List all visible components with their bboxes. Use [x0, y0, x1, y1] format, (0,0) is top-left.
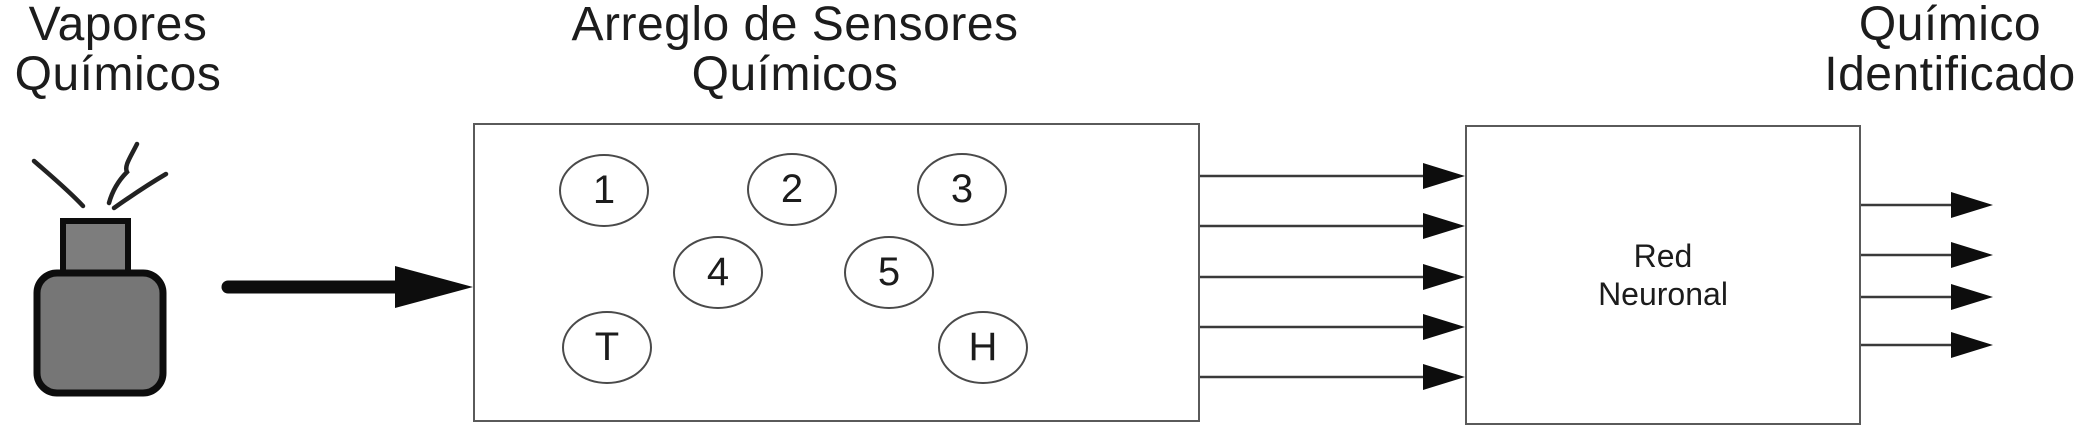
output-chemical-label-line1: Químico: [1858, 0, 2042, 51]
input-vapor-label-line1: Vapores: [28, 0, 208, 51]
sensor-to-nn-arrow: [1200, 364, 1465, 390]
sensor-circle-4: 4: [673, 236, 763, 309]
neural-network-box: Red Neuronal: [1465, 125, 1861, 425]
sensor-to-nn-arrow: [1200, 264, 1465, 290]
sensor-to-nn-arrow: [1200, 314, 1465, 340]
sensor-circle-5: 5: [844, 236, 934, 309]
neural-network-label: Red Neuronal: [1598, 237, 1728, 313]
nn-output-arrow: [1861, 242, 1993, 268]
sensor-label: 2: [780, 167, 804, 211]
sensor-array-title-line1: Arreglo de Sensores: [571, 0, 1019, 51]
nn-output-arrow: [1861, 332, 1993, 358]
input-vapor-label-line2: Químicos: [14, 48, 222, 101]
vapor-lines-icon: [31, 141, 169, 211]
sensor-label: 3: [950, 167, 974, 211]
sensor-array-title: Arreglo de Sensores Químicos: [495, 0, 1095, 100]
sensor-to-nn-arrow: [1200, 163, 1465, 189]
sensor-label: 4: [706, 250, 730, 294]
sensor-to-nn-arrow: [1200, 213, 1465, 239]
neural-network-label-line2: Neuronal: [1598, 276, 1728, 312]
nn-output-arrow: [1861, 284, 1993, 310]
neural-network-label-line1: Red: [1633, 238, 1693, 274]
nn-output-arrow: [1861, 192, 1993, 218]
vapor-to-sensors-arrow: [221, 266, 473, 308]
sensor-array-title-line2: Químicos: [691, 48, 899, 101]
sensor-label: 5: [877, 250, 901, 294]
sensor-circle-2: 2: [747, 153, 837, 226]
output-chemical-label-line2: Identificado: [1824, 48, 2076, 101]
sensor-label: 1: [592, 168, 616, 212]
bottle-icon: [33, 218, 167, 397]
output-chemical-label: Químico Identificado: [1803, 0, 2097, 100]
sensor-circle-H: H: [938, 311, 1028, 384]
sensor-circle-1: 1: [559, 154, 649, 227]
sensor-circle-T: T: [562, 311, 652, 384]
input-vapor-label: Vapores Químicos: [0, 0, 236, 100]
sensor-circle-3: 3: [917, 153, 1007, 226]
sensor-label: T: [594, 325, 620, 369]
sensor-label: H: [968, 325, 998, 369]
